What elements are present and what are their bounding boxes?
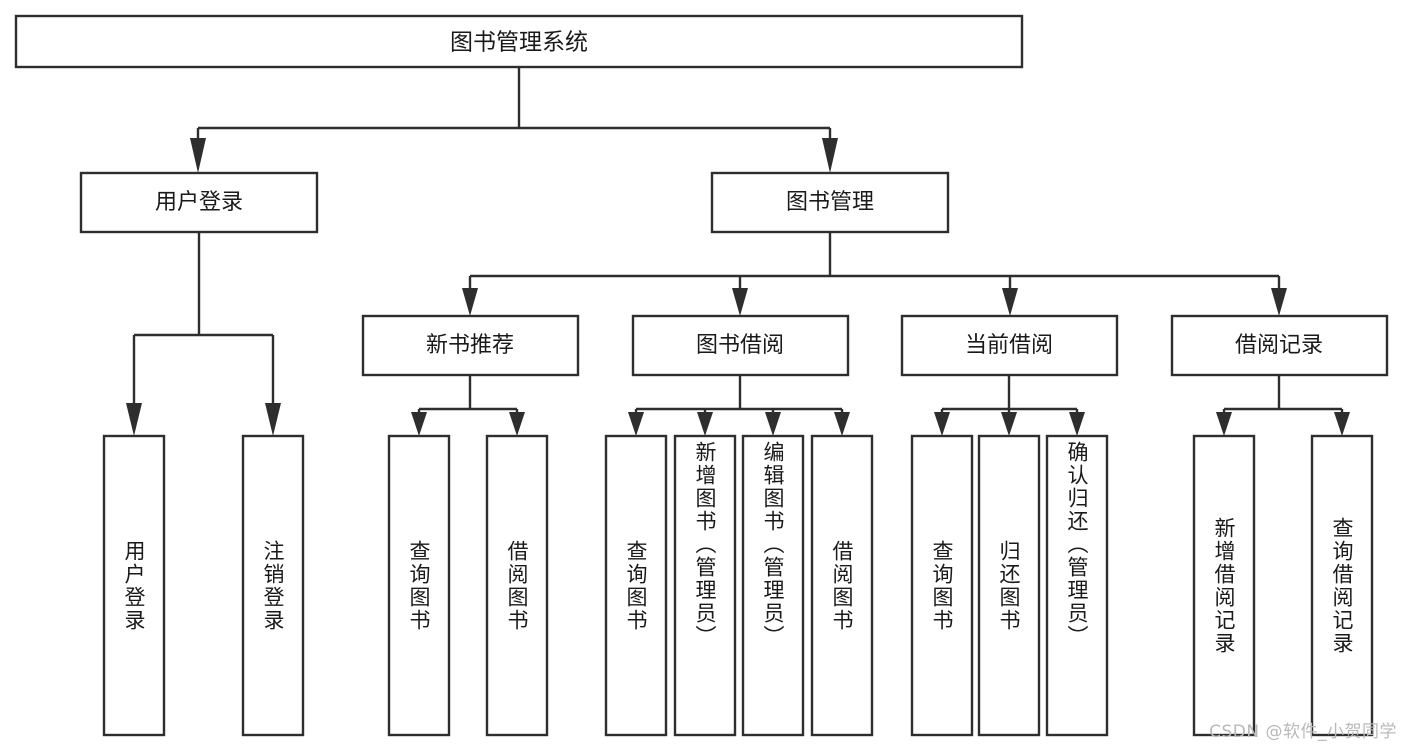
node-borrow-record-label: 借阅记录 — [1235, 333, 1323, 358]
node-user-login-label: 用户登录 — [155, 190, 243, 215]
leaf-box-record-query[interactable] — [1310, 434, 1374, 737]
leaf-box-borrow-borrow-book[interactable] — [810, 434, 874, 737]
arrow-current-leaf-1 — [934, 412, 950, 436]
arrow-current-leaf-2 — [1001, 412, 1017, 436]
watermark-text: CSDN @软件_小贺同学 — [1209, 722, 1397, 742]
arrow-borrow-leaf-2 — [697, 412, 713, 436]
leaf-box-current-confirm-return[interactable] — [1045, 434, 1109, 737]
arrow-user-login-leaf-2 — [265, 403, 281, 436]
arrow-recommend-leaf-2 — [509, 412, 525, 436]
leaf-box-current-return-book[interactable] — [977, 434, 1041, 737]
node-book-borrow-label: 图书借阅 — [696, 333, 784, 358]
leaf-box-borrow-add-book[interactable] — [673, 434, 737, 737]
arrow-recommend-leaf-1 — [411, 412, 427, 436]
arrow-current-leaf-3 — [1069, 412, 1085, 436]
node-current-borrow-label: 当前借阅 — [965, 333, 1053, 358]
node-book-borrow-box[interactable] — [631, 314, 850, 377]
arrow-record-leaf-1 — [1216, 412, 1232, 436]
arrow-to-user-login — [190, 138, 206, 173]
arrow-borrow-leaf-3 — [765, 412, 781, 436]
node-current-borrow-box[interactable] — [900, 314, 1119, 377]
arrow-to-new-book-recommend — [462, 288, 478, 316]
arrow-borrow-leaf-4 — [834, 412, 850, 436]
arrow-to-borrow-record — [1271, 288, 1287, 316]
leaf-box-borrow-edit-book[interactable] — [741, 434, 805, 737]
node-root-box[interactable] — [14, 14, 1024, 69]
leaf-box-recommend-query-book[interactable] — [387, 434, 451, 737]
node-borrow-record-box[interactable] — [1170, 314, 1389, 377]
leaf-box-borrow-query-book[interactable] — [604, 434, 668, 737]
arrow-to-book-management — [822, 138, 838, 173]
arrow-borrow-leaf-1 — [628, 412, 644, 436]
node-new-book-recommend-box[interactable] — [361, 314, 580, 377]
leaf-box-recommend-borrow-book[interactable] — [485, 434, 549, 737]
arrow-to-book-borrow — [732, 288, 748, 316]
arrow-record-leaf-2 — [1334, 412, 1350, 436]
node-new-book-recommend-label: 新书推荐 — [426, 333, 514, 358]
arrow-to-current-borrow — [1002, 288, 1018, 316]
node-book-management-label: 图书管理 — [786, 190, 874, 215]
leaf-box-logout[interactable] — [241, 434, 305, 737]
node-book-management-box[interactable] — [710, 171, 950, 234]
node-root-label: 图书管理系统 — [450, 30, 588, 56]
leaf-box-record-add[interactable] — [1192, 434, 1256, 737]
leaf-box-current-query-book[interactable] — [910, 434, 974, 737]
arrow-user-login-leaf-1 — [126, 403, 142, 436]
leaf-box-user-login[interactable] — [102, 434, 166, 737]
